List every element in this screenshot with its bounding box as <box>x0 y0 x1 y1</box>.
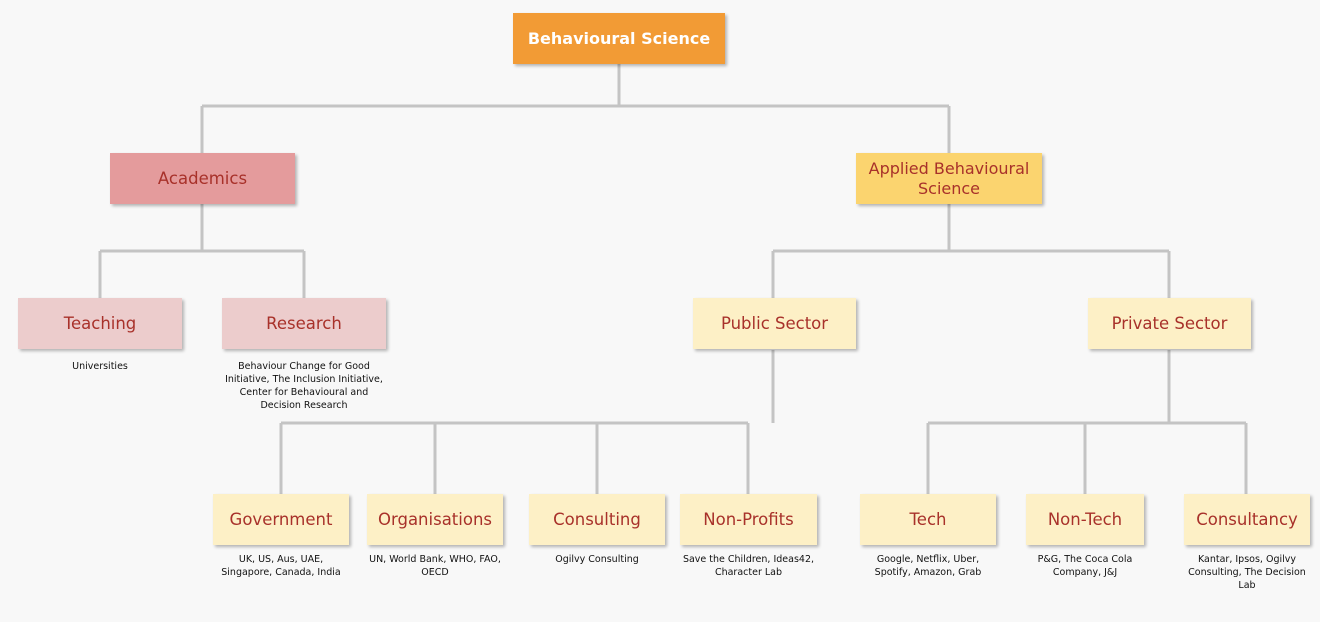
root-node-behavioural-science: Behavioural Science <box>513 13 725 64</box>
caption-research: Behaviour Change for Good Initiative, Th… <box>225 361 383 411</box>
node-applied-behavioural-science: Applied Behavioural Science <box>856 153 1042 204</box>
node-research: Research <box>222 298 386 349</box>
node-government: Government <box>213 494 349 545</box>
caption-government: UK, US, Aus, UAE, Singapore, Canada, Ind… <box>221 554 341 578</box>
node-private-sector: Private Sector <box>1088 298 1251 349</box>
caption-consultancy: Kantar, Ipsos, Ogilvy Consulting, The De… <box>1188 554 1306 591</box>
node-consulting: Consulting <box>529 494 665 545</box>
caption-non-tech: P&G, The Coca Cola Company, J&J <box>1037 554 1133 578</box>
node-organisations: Organisations <box>367 494 503 545</box>
node-non-tech: Non-Tech <box>1026 494 1144 545</box>
caption-teaching: Universities <box>72 361 128 372</box>
caption-tech: Google, Netflix, Uber, Spotify, Amazon, … <box>874 554 982 578</box>
node-teaching: Teaching <box>18 298 182 349</box>
caption-organisations: UN, World Bank, WHO, FAO, OECD <box>369 554 501 578</box>
caption-consulting: Ogilvy Consulting <box>555 554 639 565</box>
node-public-sector: Public Sector <box>693 298 856 349</box>
node-tech: Tech <box>860 494 996 545</box>
node-academics: Academics <box>110 153 295 204</box>
caption-non-profits: Save the Children, Ideas42, Character La… <box>682 554 815 578</box>
node-consultancy: Consultancy <box>1184 494 1310 545</box>
node-non-profits: Non-Profits <box>680 494 817 545</box>
